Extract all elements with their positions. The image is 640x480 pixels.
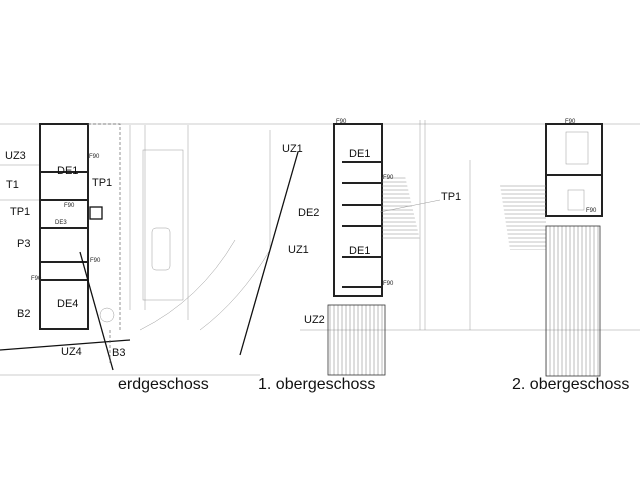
zone-label-b2: B2 bbox=[17, 308, 30, 320]
terrace-hatch bbox=[327, 304, 386, 376]
fire-rating-label: F90 bbox=[383, 175, 394, 181]
zone-label-de2: DE2 bbox=[298, 207, 319, 219]
zone-label-uz3: UZ3 bbox=[5, 150, 26, 162]
room-label-de4: DE4 bbox=[57, 298, 78, 310]
zone-label-tp1: TP1 bbox=[10, 206, 30, 218]
zone-label-t1: T1 bbox=[6, 179, 19, 191]
fire-rating-label: F90 bbox=[89, 154, 100, 160]
fire-rating-label: F90 bbox=[586, 208, 597, 214]
zone-label-uz1: UZ1 bbox=[282, 143, 303, 155]
caption-erdgeschoss: erdgeschoss bbox=[118, 376, 209, 393]
fire-rating-label: F90 bbox=[383, 281, 394, 287]
fire-rating-label: F90 bbox=[565, 119, 576, 125]
divider-line bbox=[239, 151, 299, 356]
parking-space bbox=[142, 149, 184, 301]
tp-label: TP1 bbox=[441, 191, 461, 203]
room-label-de3: DE3 bbox=[55, 220, 67, 226]
fire-rating-label: F90 bbox=[90, 258, 101, 264]
car-symbol bbox=[151, 227, 171, 271]
second-floor-plan bbox=[500, 123, 603, 377]
fire-rating-label: F90 bbox=[336, 119, 347, 125]
tp-label: TP1 bbox=[92, 177, 112, 189]
caption-1-obergeschoss: 1. obergeschoss bbox=[258, 376, 375, 393]
terrace-hatch bbox=[545, 225, 601, 377]
caption-2-obergeschoss: 2. obergeschoss bbox=[512, 376, 629, 393]
room-label-de1: DE1 bbox=[349, 148, 370, 160]
fire-rating-label: F90 bbox=[64, 203, 75, 209]
room-label-de1: DE1 bbox=[57, 165, 78, 177]
ground-floor-plan bbox=[0, 123, 131, 371]
zone-label-uz4: UZ4 bbox=[61, 346, 82, 358]
zone-label-uz1: UZ1 bbox=[288, 244, 309, 256]
zone-label-uz2: UZ2 bbox=[304, 314, 325, 326]
zone-label-p3: P3 bbox=[17, 238, 30, 250]
first-floor-plan bbox=[327, 123, 441, 376]
room-label-de1: DE1 bbox=[349, 245, 370, 257]
zone-label-b3: B3 bbox=[112, 347, 125, 359]
fire-rating-label: F90 bbox=[31, 276, 42, 282]
